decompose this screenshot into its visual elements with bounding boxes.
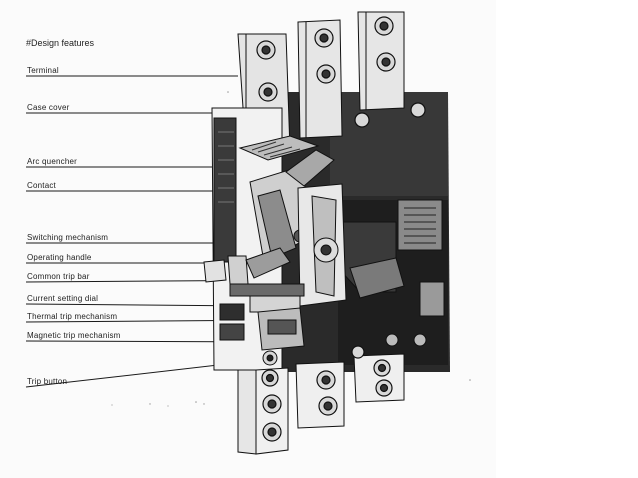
- label-terminal: Terminal: [27, 66, 59, 75]
- label-operating-handle: Operating handle: [27, 253, 92, 262]
- scan-specks: [111, 91, 471, 407]
- label-trip-button: Trip button: [27, 377, 68, 386]
- label-thermal-trip-mechanism: Thermal trip mechanism: [27, 312, 118, 321]
- label-contact: Contact: [27, 181, 56, 190]
- label-common-trip-bar: Common trip bar: [27, 272, 90, 281]
- bottom-bolts: [261, 345, 393, 442]
- label-switching-mechanism: Switching mechanism: [27, 233, 109, 242]
- cutaway-body: [203, 107, 347, 371]
- label-case-cover: Case cover: [27, 103, 70, 112]
- label-current-setting-dial: Current setting dial: [27, 294, 99, 303]
- label-arc-quencher: Arc quencher: [27, 157, 77, 166]
- diagram-title: #Design features: [26, 38, 95, 48]
- label-magnetic-trip-mechanism: Magnetic trip mechanism: [27, 331, 121, 340]
